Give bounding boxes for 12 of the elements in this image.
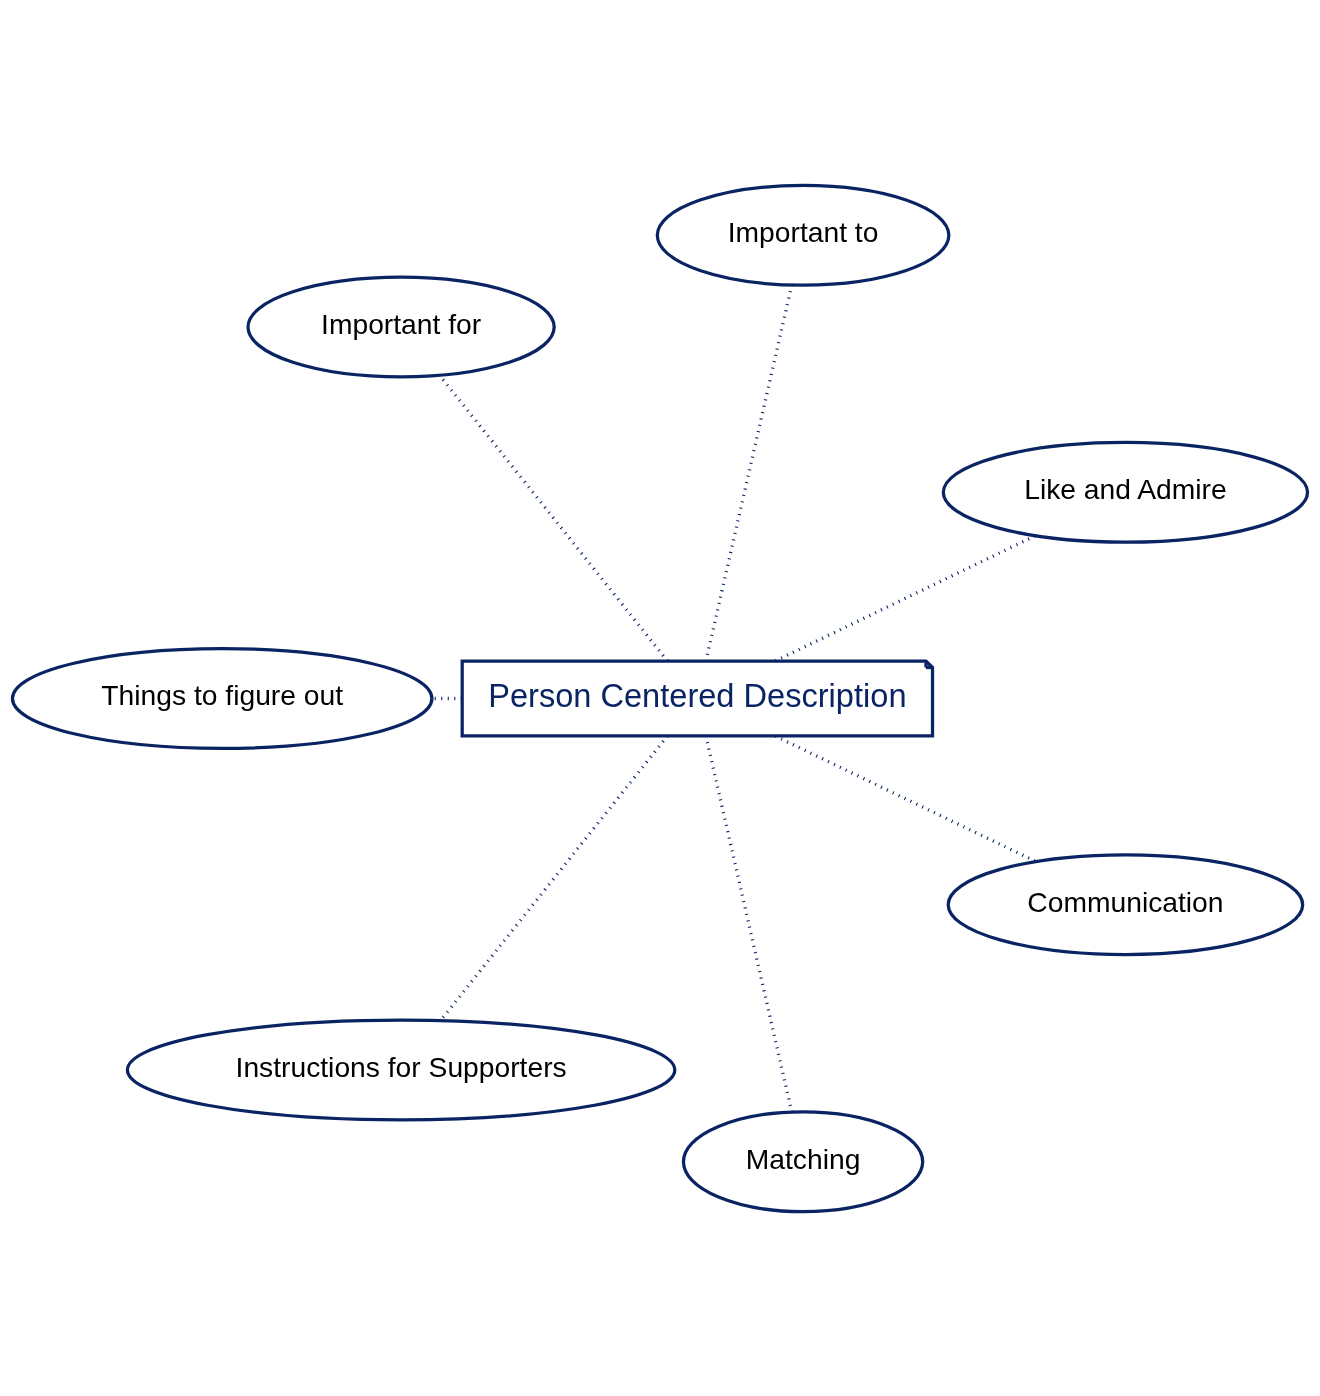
node-ellipse: Communication bbox=[946, 852, 1305, 956]
node-ellipse: Matching bbox=[681, 1109, 925, 1213]
connector bbox=[439, 734, 669, 1021]
connector bbox=[704, 284, 794, 661]
connector bbox=[774, 734, 1037, 863]
node-ellipse: Like and Admire bbox=[941, 440, 1310, 544]
node-ellipse: Important to bbox=[655, 183, 951, 287]
node-ellipse: Instructions for Supporters bbox=[125, 1017, 677, 1121]
connector bbox=[432, 696, 462, 700]
node-ellipse: Important for bbox=[246, 275, 556, 379]
connector bbox=[704, 735, 794, 1112]
node-ellipse: Things to figure out bbox=[10, 646, 434, 750]
